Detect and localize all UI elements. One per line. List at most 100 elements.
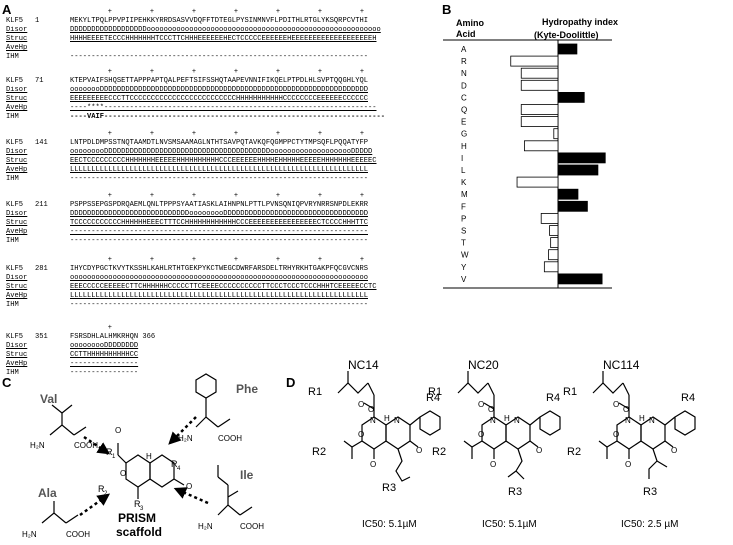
hydropathy-bar xyxy=(557,43,578,55)
row-label: AveHp xyxy=(6,360,28,368)
ring-h-label: H xyxy=(384,414,390,423)
row-label: Struc xyxy=(6,351,28,359)
carbonyl-o-bond xyxy=(618,402,630,410)
r3-label: R3 xyxy=(643,486,657,498)
compound-bonds xyxy=(337,371,441,482)
amino-acid-header-line2: Acid xyxy=(456,29,476,39)
row-label: IHM xyxy=(6,175,19,183)
ester-bond xyxy=(622,382,630,396)
hydropathy-bar xyxy=(557,152,606,164)
ring-o-label: O xyxy=(478,430,484,439)
phe-label: Phe xyxy=(236,382,258,396)
scaffold-r1: R xyxy=(106,447,113,457)
hydropathy-bar xyxy=(524,140,559,152)
ile-h2n-label: H₂N xyxy=(198,522,213,531)
ring-n-left: N xyxy=(490,416,496,425)
hydropathy-bar xyxy=(543,261,559,273)
r1-chain xyxy=(337,382,369,394)
row-label: Struc xyxy=(6,95,28,103)
ic50-label: IC50: 5.1µM xyxy=(362,519,417,530)
amino-acid-label: V xyxy=(461,275,467,284)
carbonyl-o-bond xyxy=(483,402,495,410)
hydropathy-bar xyxy=(557,164,599,176)
chemistry-panels: C Val H₂N COOH Ala H₂N COOH O R 1 O H R … xyxy=(2,358,696,539)
row-sequence: DDDDDDDDDDDDDDDDDDDDDDDDDDDDooooooooDDDD… xyxy=(70,210,368,218)
amino-acid-label: N xyxy=(461,69,467,78)
row-label: IHM xyxy=(6,301,19,309)
hydropathy-chart: Amino Acid Hydropathy index (Kyte-Doolit… xyxy=(443,17,618,289)
hydropathy-bar xyxy=(549,225,559,236)
r3-branch xyxy=(656,460,668,468)
carbonyl-o-left: O xyxy=(490,460,496,469)
hydropathy-bar xyxy=(520,104,559,115)
hydropathy-header-line1: Hydropathy index xyxy=(542,17,618,27)
ala-label: Ala xyxy=(38,486,57,500)
row-label: Struc xyxy=(6,35,28,43)
scaffold-o-ring: O xyxy=(120,469,126,478)
ring-n-left: N xyxy=(370,416,376,425)
row-sequence: EECTCCCCCCCCCHHHHHHHEEEEEHHHHHHHHHHCCCEE… xyxy=(70,157,377,165)
carbonyl-o-right: O xyxy=(536,446,542,455)
ester-bond xyxy=(367,382,375,396)
r2-label: R2 xyxy=(432,446,446,458)
amino-acid-label: P xyxy=(461,214,466,223)
row-sequence: ooooooooDDDDDDDD xyxy=(70,342,139,350)
row-sequence: oooooooooooooooooooooooooooooooooooooooo… xyxy=(70,274,368,282)
r3-chain xyxy=(515,448,523,472)
row-label: AveHp xyxy=(6,104,28,112)
row-sequence: FSRSDHLALHMKRHQN 366 xyxy=(70,333,156,341)
alanine-structure xyxy=(41,501,79,524)
ile-label: Ile xyxy=(240,468,254,482)
row-sequence: MEKYLTPQLPPVPIIPEHKKYRRDSASVVDQFFTDTEGLP… xyxy=(70,17,368,25)
benzyl-ch2 xyxy=(664,416,676,426)
row-label: KLF5 xyxy=(6,17,24,25)
hydropathy-bar xyxy=(516,176,559,188)
carbonyl-o-bond xyxy=(363,402,375,410)
r3-branch-a xyxy=(507,470,517,478)
amino-acid-label: W xyxy=(461,251,469,260)
scaffold-r4-sub: 4 xyxy=(177,466,181,472)
compound-bonds xyxy=(592,371,696,479)
r3-branch-b xyxy=(515,470,525,480)
r1-chain xyxy=(592,382,624,394)
row-sequence: PSPPSSEPGSPDRQAEMLQNLTPPPSYAATIASKLAIHNP… xyxy=(70,201,368,209)
row-start-number: 71 xyxy=(35,77,44,85)
val-cooh-label: COOH xyxy=(74,441,98,450)
compound-name: NC14 xyxy=(348,358,379,372)
amino-acid-label: L xyxy=(461,166,466,175)
isoleucine-structure xyxy=(217,465,253,516)
ala-cooh-label: COOH xyxy=(66,530,90,539)
ala-h2n-label: H₂N xyxy=(22,530,37,539)
ester-bond xyxy=(487,382,495,396)
carbonyl-o-label: O xyxy=(358,400,364,409)
carbonyl-right xyxy=(529,440,539,448)
ester-o-label: O xyxy=(368,405,374,414)
r3-label: R3 xyxy=(508,486,522,498)
carbonyl-o-left: O xyxy=(370,460,376,469)
r4-label: R4 xyxy=(546,392,560,404)
row-sequence: ----------------------------------------… xyxy=(70,301,368,309)
scaffold-r4: R xyxy=(171,459,178,469)
r2-chain xyxy=(343,440,363,448)
r1-label: R1 xyxy=(428,386,442,398)
row-label: AveHp xyxy=(6,292,28,300)
phenylalanine-structure xyxy=(195,373,231,428)
row-label: Struc xyxy=(6,283,28,291)
amino-acid-label: F xyxy=(461,202,466,211)
amino-acid-label: G xyxy=(461,130,467,139)
hydropathy-bar xyxy=(553,128,559,140)
position-markers: + + + + + + + xyxy=(70,130,365,138)
row-label: IHM xyxy=(6,369,19,377)
row-start-number: 281 xyxy=(35,265,48,273)
val-arrow xyxy=(83,435,111,455)
ester-o-label: O xyxy=(623,405,629,414)
row-sequence: LLLLLLLLLLLLLLLLLLLLLLLLLLLLLLLLLLLLLLLL… xyxy=(70,292,368,300)
scaffold-r1-sub: 1 xyxy=(112,454,116,460)
row-label: Disor xyxy=(6,210,28,218)
r2-label: R2 xyxy=(312,446,326,458)
carbonyl-o-right: O xyxy=(671,446,677,455)
row-start-number: 1 xyxy=(35,17,40,25)
row-label: KLF5 xyxy=(6,265,24,273)
scaffold-title-line2: scaffold xyxy=(116,525,162,539)
